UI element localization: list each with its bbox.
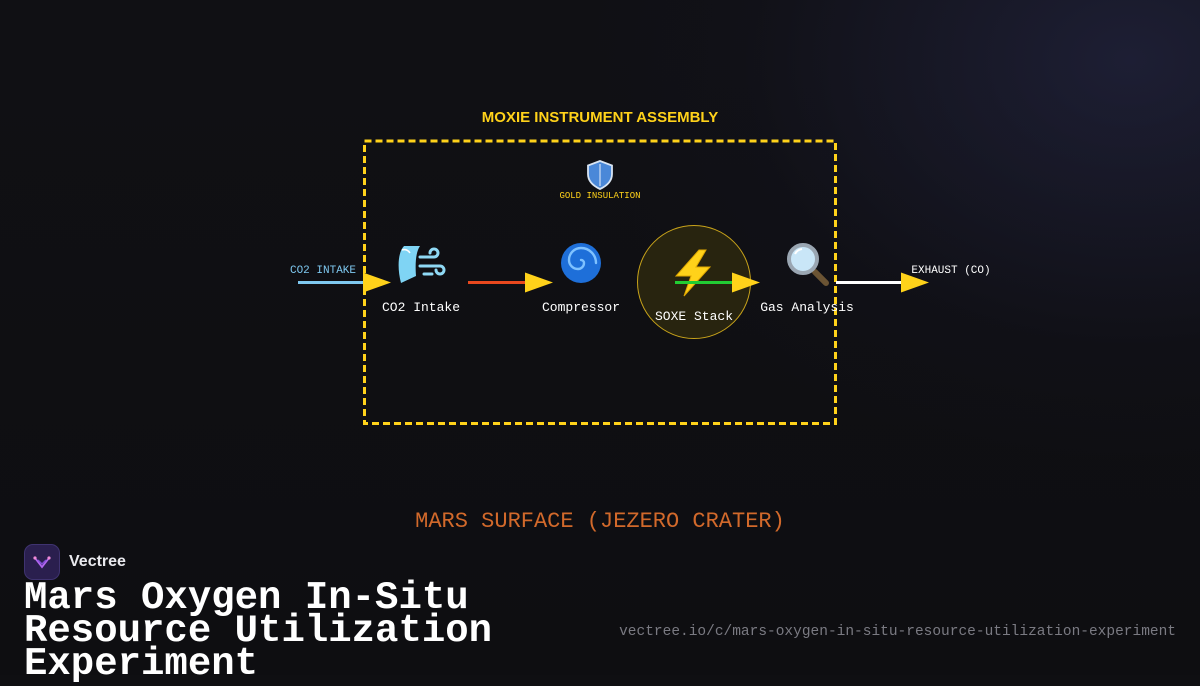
page-url: vectree.io/c/mars-oxygen-in-situ-resourc… [619,624,1176,640]
assembly-label: MOXIE INSTRUMENT ASSEMBLY [482,109,718,126]
input-arrow [363,272,391,293]
vectree-logo-icon [24,544,60,580]
wind-icon [398,246,446,283]
oxygen-arrow [732,272,760,293]
cyclone-icon [561,243,601,283]
node-label-compressor: Compressor [542,300,620,315]
exhaust-arrow [901,272,929,293]
surface-label: MARS SURFACE (JEZERO CRATER) [415,509,785,534]
insulation-label: GOLD INSULATION [559,191,640,201]
output-label: EXHAUST (CO) [911,265,990,277]
brand-name: Vectree [69,553,126,570]
node-label-gas-analysis: Gas Analysis [760,300,854,315]
page-title: Mars Oxygen In-Situ Resource Utilization… [24,576,493,686]
brand: Vectree [24,544,126,580]
compressor-arrow [525,272,553,293]
node-label-co2-intake: CO2 Intake [382,300,460,315]
shield-icon [587,160,613,190]
magnifier-icon [787,243,829,286]
node-label-soxe-stack: SOXE Stack [655,309,733,324]
input-label: CO2 INTAKE [290,265,356,277]
